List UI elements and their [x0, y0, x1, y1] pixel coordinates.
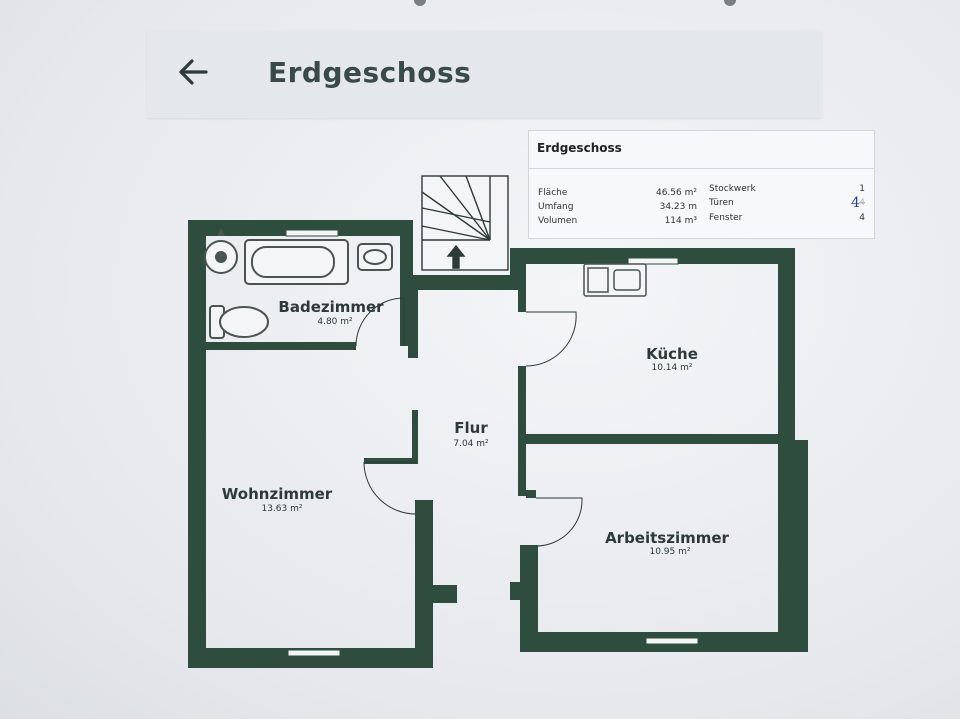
- room-name-living-room: Wohnzimmer: [222, 485, 333, 503]
- stat-label-area: Fläche: [538, 188, 568, 198]
- walls: [188, 220, 808, 668]
- stat-label-floor: Stockwerk: [709, 184, 756, 194]
- kitchen-sink-icon: [583, 263, 647, 297]
- arrow-up-icon: [446, 244, 466, 269]
- stat-label-volume: Volumen: [538, 216, 578, 226]
- bathroom-fixtures: [204, 228, 393, 339]
- room-name-study: Arbeitszimmer: [605, 529, 729, 547]
- stat-label-doors: Türen: [709, 198, 734, 208]
- water-heater-icon: [217, 228, 225, 236]
- divider: [529, 168, 874, 169]
- back-button[interactable]: [176, 56, 212, 88]
- handwritten-correction: 4: [851, 195, 860, 211]
- page-title: Erdgeschoss: [268, 56, 472, 89]
- stat-label-perimeter: Umfang: [538, 202, 574, 212]
- punch-hole: [724, 0, 736, 6]
- info-card: Erdgeschoss Fläche 46.56 m² Umfang 34.23…: [528, 130, 875, 239]
- room-name-kitchen: Küche: [646, 345, 698, 363]
- arrow-left-icon: [179, 59, 208, 85]
- room-area-living-room: 13.63 m²: [261, 504, 302, 514]
- staircase: [421, 175, 509, 271]
- stat-value-volume: 114 m³: [664, 216, 697, 226]
- stat-value-perimeter: 34.23 m: [659, 202, 697, 212]
- room-name-bathroom: Badezimmer: [278, 298, 384, 316]
- stat-value-area: 46.56 m²: [655, 188, 697, 198]
- stat-label-windows: Fenster: [709, 213, 743, 223]
- info-card-title: Erdgeschoss: [537, 141, 622, 155]
- room-name-hallway: Flur: [454, 419, 488, 437]
- room-area-kitchen: 10.14 m²: [651, 363, 692, 373]
- room-area-study: 10.95 m²: [649, 547, 690, 557]
- doors: [355, 297, 583, 547]
- room-area-bathroom: 4.80 m²: [317, 317, 353, 327]
- stat-value-doors: 4: [859, 198, 865, 208]
- punch-hole: [414, 0, 426, 6]
- header-bar: [147, 30, 822, 118]
- stat-value-floor: 1: [859, 184, 865, 194]
- stat-value-windows: 4: [859, 213, 865, 223]
- windows: [285, 229, 699, 657]
- room-area-hallway: 7.04 m²: [453, 439, 489, 449]
